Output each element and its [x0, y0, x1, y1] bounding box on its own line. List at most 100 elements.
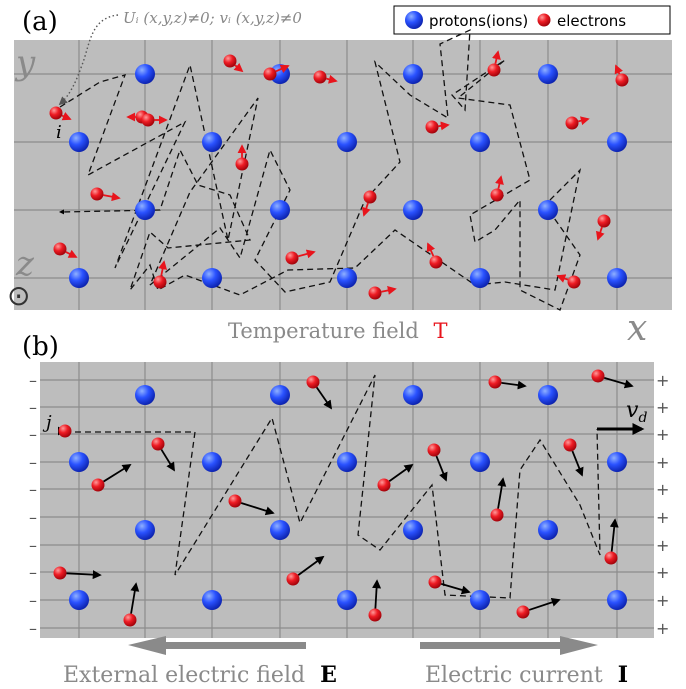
electron [615, 73, 629, 87]
velocity-arrow [275, 64, 290, 74]
velocity-arrow [103, 192, 121, 202]
electron [597, 214, 611, 228]
legend: protons(ions) electrons [393, 5, 671, 35]
velocity-arrow [596, 226, 605, 241]
electron [567, 275, 581, 289]
plus-sign: + [656, 591, 669, 610]
electric-current-caption: Electric current I [425, 662, 628, 688]
proton [69, 452, 89, 472]
panel-b-protons [69, 385, 627, 610]
velocity-arrow [571, 450, 584, 477]
electric-current-symbol: I [618, 662, 628, 688]
electron [488, 375, 502, 389]
electron [490, 188, 504, 202]
proton [202, 132, 222, 152]
velocity-arrow [381, 285, 397, 295]
velocity-arrow [103, 464, 132, 483]
minus-sign: – [29, 398, 37, 417]
particle-i-label: i [56, 122, 62, 143]
proton [470, 268, 490, 288]
drift-velocity-symbol: v [626, 398, 639, 423]
proton [538, 200, 558, 220]
electron [565, 116, 579, 130]
axis-x-label: x [627, 308, 647, 349]
velocity-arrow [160, 449, 175, 472]
proton [538, 385, 558, 405]
proton [607, 268, 627, 288]
axis-y-label: y [14, 43, 36, 83]
proton [470, 452, 490, 472]
plus-sign: + [656, 619, 669, 638]
velocity-arrow [426, 242, 436, 257]
electron [429, 255, 443, 269]
velocity-arrow [609, 518, 619, 552]
minus-sign: – [29, 371, 37, 390]
electron [228, 494, 242, 508]
out-of-plane-icon: ⊙ [7, 279, 30, 312]
panel-a-protons [69, 64, 627, 288]
plus-sign: + [656, 425, 669, 444]
panel-b-electrons [53, 369, 634, 627]
electron [153, 275, 167, 289]
velocity-arrow [603, 376, 634, 389]
velocity-arrow [492, 50, 501, 64]
electron [604, 551, 618, 565]
temperature-caption: Temperature field T [228, 319, 448, 343]
plus-sign: + [656, 453, 669, 472]
panel-b: (b) –––––––––– ++++++++++ j vd External … [22, 332, 669, 688]
electric-field-caption-text: External electric field [63, 663, 305, 688]
velocity-arrow [495, 175, 504, 189]
minus-sign: – [29, 508, 37, 527]
velocity-arrow [435, 455, 448, 482]
velocity-arrow [65, 249, 78, 258]
plus-sign: + [656, 371, 669, 390]
proton [135, 64, 155, 84]
electron [91, 478, 105, 492]
condition-annotation: Uᵢ (x,y,z)≠0; vᵢ (x,y,z)≠0 [123, 9, 302, 27]
plus-sign: + [656, 563, 669, 582]
legend-electron-icon [537, 13, 551, 27]
plus-sign: + [656, 398, 669, 417]
electron [368, 286, 382, 300]
electron [368, 608, 382, 622]
velocity-arrow [326, 74, 338, 84]
velocity-arrow [298, 249, 316, 259]
panel-a-background [14, 40, 672, 310]
electron [377, 478, 391, 492]
minus-sign: – [29, 425, 37, 444]
velocity-arrow [297, 555, 325, 576]
velocity-arrow [372, 579, 382, 609]
velocity-arrow [130, 582, 140, 614]
velocity-arrow [438, 121, 450, 131]
proton [337, 590, 357, 610]
proton [135, 385, 155, 405]
velocity-arrow [388, 463, 414, 482]
velocity-arrow [362, 202, 371, 217]
plus-sign: + [656, 480, 669, 499]
electron [306, 375, 320, 389]
electron [151, 437, 165, 451]
electron [141, 113, 155, 127]
proton [337, 452, 357, 472]
electron [490, 508, 504, 522]
velocity-arrow [528, 598, 561, 611]
velocity-arrow [233, 62, 244, 73]
thermal-random-path [58, 28, 582, 311]
proton [337, 132, 357, 152]
electron [123, 613, 137, 627]
electron [286, 572, 300, 586]
electric-current-arrow [420, 636, 598, 655]
electron [591, 369, 605, 383]
electric-field-arrow [128, 636, 306, 655]
velocity-arrow [440, 582, 471, 595]
legend-protons-label: protons(ions) [429, 12, 528, 30]
proton [607, 132, 627, 152]
minus-sign: – [29, 563, 37, 582]
velocity-arrow [497, 477, 507, 509]
minus-sign: – [29, 536, 37, 555]
positive-charge-column: ++++++++++ [656, 371, 669, 638]
panel-a: (a) Uᵢ (x,y,z)≠0; vᵢ (x,y,z)≠0 protons(i… [7, 5, 672, 349]
electron [53, 242, 67, 256]
electron [516, 605, 530, 619]
minus-sign: – [29, 480, 37, 499]
